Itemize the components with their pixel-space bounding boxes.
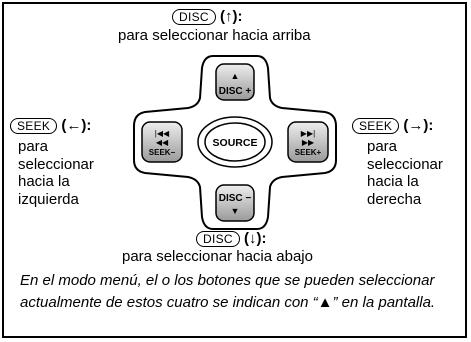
left-arrow-label: (←): <box>61 117 92 134</box>
right-desc-line: para <box>367 138 398 155</box>
right-desc-line: seleccionar <box>367 155 443 173</box>
rewind-icon: ◀◀ <box>156 138 169 147</box>
seek-right-label: SEEK+ <box>295 148 322 157</box>
menu-mode-note: En el modo menú, el o los botones que se… <box>20 272 436 311</box>
up-arrow-label: (↑): <box>220 8 243 25</box>
seek-right-button[interactable]: ▶▶| ▶▶ SEEK+ <box>287 121 329 163</box>
source-label: SOURCE <box>213 137 258 149</box>
controller-diagram: ▲ DISC + DISC − ▼ |◀◀ ◀◀ SEEK− ▶▶| ▶▶ SE… <box>133 55 337 230</box>
skip-back-icon: |◀◀ <box>155 129 170 138</box>
bottom-label: DISC (↓): <box>196 230 267 247</box>
disc-down-label: DISC − <box>219 193 252 204</box>
top-description: para seleccionar hacia arriba <box>118 27 311 44</box>
down-arrow-icon: ▼ <box>231 206 240 216</box>
right-label: SEEK (→): <box>352 117 433 134</box>
left-label: SEEK (←): <box>10 117 91 134</box>
left-description: para seleccionar hacia la izquierda <box>18 138 94 208</box>
fast-forward-icon: ▶▶ <box>302 138 315 147</box>
disc-up-label: DISC + <box>219 86 252 97</box>
seek-left-button[interactable]: |◀◀ ◀◀ SEEK− <box>141 121 183 163</box>
seek-left-pill: SEEK <box>10 118 58 134</box>
up-arrow-icon: ▲ <box>231 71 240 81</box>
left-desc-line: izquierda <box>18 190 79 208</box>
right-desc-line: hacia la <box>367 173 419 190</box>
seek-left-label: SEEK− <box>149 148 176 157</box>
seek-right-pill: SEEK <box>352 118 400 134</box>
disc-up-pill: DISC <box>172 9 216 25</box>
disc-up-button[interactable]: ▲ DISC + <box>215 63 255 101</box>
right-desc-line: derecha <box>367 190 422 208</box>
top-label: DISC (↑): <box>172 8 243 25</box>
left-desc-line: para <box>18 138 49 155</box>
left-desc-line: seleccionar <box>18 155 94 173</box>
left-desc-line: hacia la <box>18 173 70 190</box>
source-button[interactable]: SOURCE <box>197 116 273 168</box>
disc-down-button[interactable]: DISC − ▼ <box>215 184 255 222</box>
down-arrow-label: (↓): <box>244 230 267 247</box>
skip-forward-icon: ▶▶| <box>301 129 315 138</box>
right-description: para seleccionar hacia la derecha <box>367 138 443 208</box>
bottom-description: para seleccionar hacia abajo <box>122 248 313 265</box>
right-arrow-label: (→): <box>403 117 434 134</box>
diagram-frame <box>2 2 467 338</box>
